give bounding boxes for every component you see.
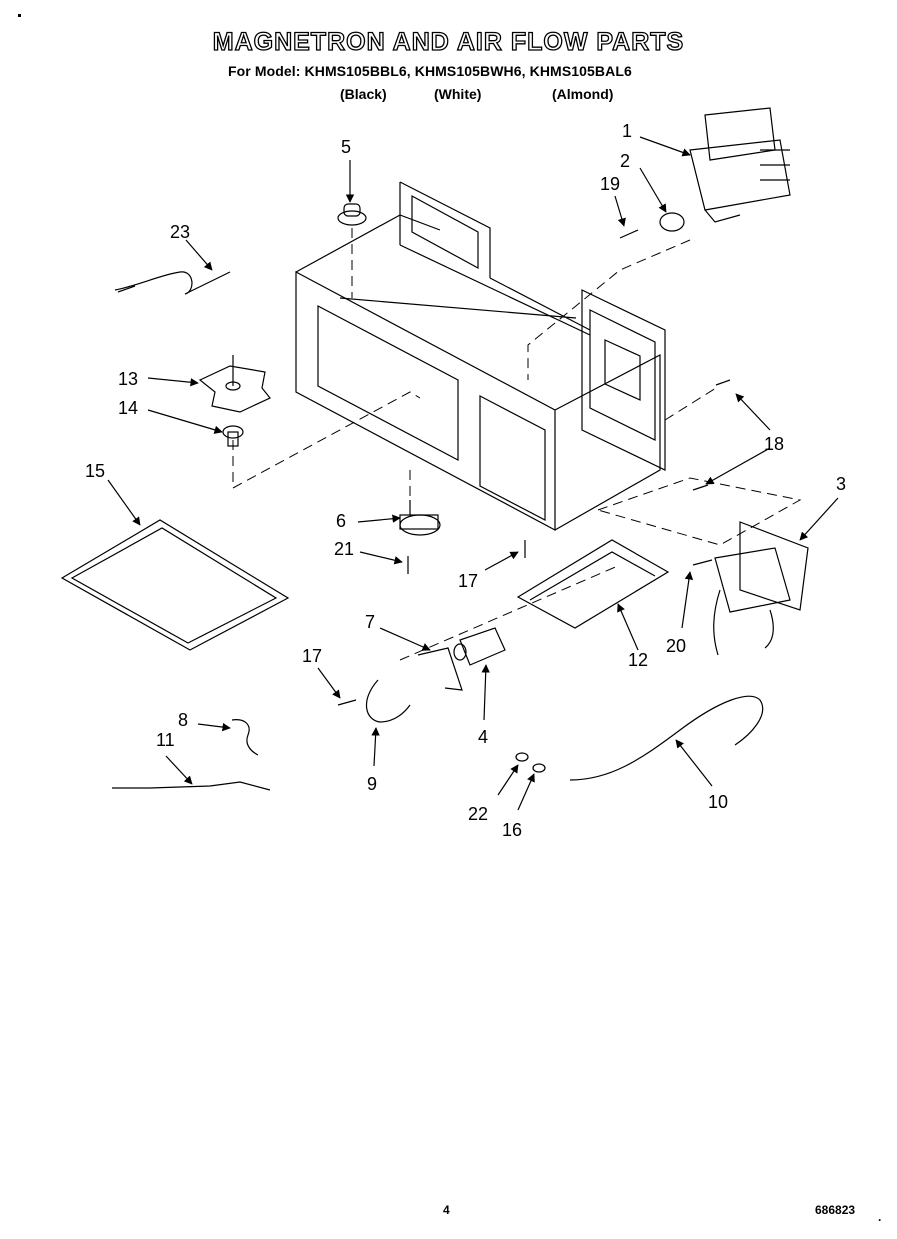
transformer-part-3 [713, 521, 809, 656]
callout-8: 8 [178, 710, 188, 730]
callout-12: 12 [628, 650, 648, 670]
thermal-cutout-part-5 [337, 203, 367, 226]
color-almond: (Almond) [552, 86, 614, 102]
assembly-guide-lines [232, 228, 802, 661]
callout-23: 23 [170, 222, 190, 242]
bracket-part-12 [516, 539, 670, 629]
wire-harness-part-11 [112, 781, 271, 791]
callout-9: 9 [367, 774, 377, 794]
callout-19: 19 [600, 174, 620, 194]
callout-2: 2 [620, 151, 630, 171]
capacitor-part-4 [453, 627, 506, 666]
washer-part-22 [515, 752, 529, 762]
screw-part-18-upper [715, 379, 731, 386]
glass-tray-part-15 [60, 519, 290, 651]
capacitor-bracket-part-7 [417, 647, 463, 691]
stirrer-motor-part-6 [399, 500, 441, 536]
callout-15: 15 [85, 461, 105, 481]
callout-17-upper: 17 [458, 571, 478, 591]
model-list: For Model: KHMS105BBL6, KHMS105BWH6, KHM… [228, 63, 632, 79]
page-number: 4 [443, 1203, 450, 1217]
callout-10: 10 [708, 792, 728, 812]
callout-leaders [107, 136, 839, 811]
callout-6: 6 [336, 511, 346, 531]
callout-3: 3 [836, 474, 846, 494]
page-title: MAGNETRON AND AIR FLOW PARTS [212, 27, 685, 56]
callout-21: 21 [334, 539, 354, 559]
document-code: 686823 [815, 1203, 856, 1217]
callout-17-lower: 17 [302, 646, 322, 666]
magnetron-part-1 [689, 107, 791, 223]
wire-part-8 [231, 719, 259, 756]
screw-part-19 [619, 229, 639, 239]
side-panel [581, 289, 666, 471]
color-black: (Black) [340, 86, 387, 102]
callout-4: 4 [478, 727, 488, 747]
power-cord-part-10 [569, 695, 764, 781]
screw-part-17-lower [337, 699, 357, 706]
callout-1: 1 [622, 121, 632, 141]
callout-11: 11 [156, 730, 175, 750]
screw-part-20 [692, 559, 713, 566]
cavity-frame [295, 181, 661, 531]
color-white: (White) [434, 86, 482, 102]
callout-13: 13 [118, 369, 138, 389]
callout-14: 14 [118, 398, 138, 418]
thermostat-part-2 [659, 212, 685, 232]
callout-20: 20 [666, 636, 686, 656]
screw-part-18-lower [692, 484, 709, 491]
diode-part-9 [366, 679, 411, 723]
callout-18: 18 [764, 434, 784, 454]
corner-dot [18, 14, 21, 17]
sensor-probe-part-23 [114, 271, 231, 295]
washer-part-16 [532, 763, 546, 773]
footer-dot: . [878, 1210, 882, 1224]
callout-7: 7 [365, 612, 375, 632]
callout-22: 22 [468, 804, 488, 824]
callout-5: 5 [341, 137, 351, 157]
stirrer-blade-part-13 [198, 355, 271, 413]
callout-16: 16 [502, 820, 522, 840]
